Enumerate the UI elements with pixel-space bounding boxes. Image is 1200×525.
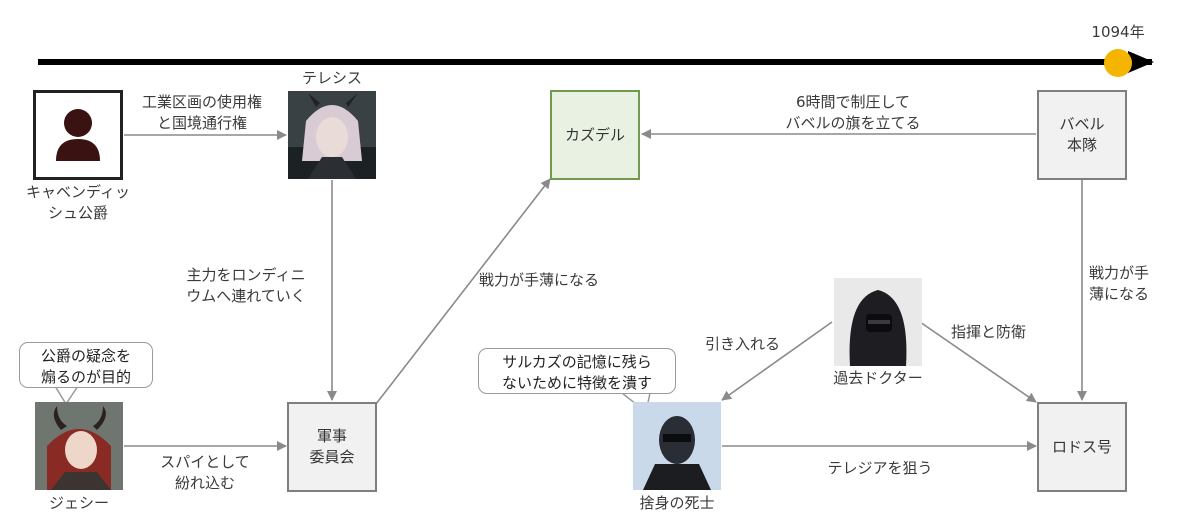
timeline-year-marker — [1104, 49, 1132, 77]
edge-doctor-to-soldier — [721, 321, 833, 401]
bubble-jessie-note: 公爵の疑念を 煽るのが目的 — [19, 342, 153, 388]
timeline-year-label: 1094年 — [1091, 23, 1145, 41]
node-label-sacrifice-soldier: 捨身の死士 — [639, 494, 715, 512]
edge-label-committee-to-kazdel: 戦力が手薄になる — [479, 271, 600, 289]
node-label-jessie: ジェシー — [48, 494, 109, 512]
node-kazdel: カズデル — [550, 90, 640, 180]
edge-label-babel-to-rhodes: 戦力が手 薄になる — [1089, 264, 1150, 303]
edge-doctor-to-rhodes — [919, 321, 1037, 403]
edge-label-jessie-to-committee: スパイとして 紛れ込む — [160, 453, 250, 492]
node-babel-main: バベル 本隊 — [1037, 90, 1127, 180]
node-label-cavendish: キャベンディッ シュ公爵 — [26, 183, 130, 222]
portrait-sacrifice-soldier — [633, 402, 721, 490]
edge-label-doctor-to-soldier: 引き入れる — [705, 335, 781, 353]
person-silhouette-icon — [56, 109, 100, 161]
edge-label-cavendish-to-theresis: 工業区画の使用権 と国境通行権 — [141, 93, 262, 132]
portrait-jessie — [35, 402, 123, 490]
avatar-cavendish — [33, 90, 123, 180]
edge-label-doctor-to-rhodes: 指揮と防衛 — [951, 323, 1027, 341]
node-rhodes: ロドス号 — [1037, 402, 1127, 492]
edge-label-theresis-to-committee: 主力をロンディニ ウムへ連れていく — [186, 266, 306, 305]
node-label-theresis: テレシス — [301, 69, 362, 87]
portrait-theresis — [288, 91, 376, 179]
edge-committee-to-kazdel — [375, 178, 551, 405]
portrait-past-doctor — [834, 278, 922, 366]
edge-label-babel-to-kazdel: 6時間で制圧して バベルの旗を立てる — [785, 93, 921, 132]
node-label-past-doctor: 過去ドクター — [833, 369, 923, 387]
bubble-soldier-note: サルカズの記憶に残ら ないために特徴を潰す — [478, 348, 676, 394]
edge-label-soldier-to-rhodes: テレジアを狙う — [827, 459, 933, 477]
node-military-committee: 軍事 委員会 — [287, 402, 377, 492]
